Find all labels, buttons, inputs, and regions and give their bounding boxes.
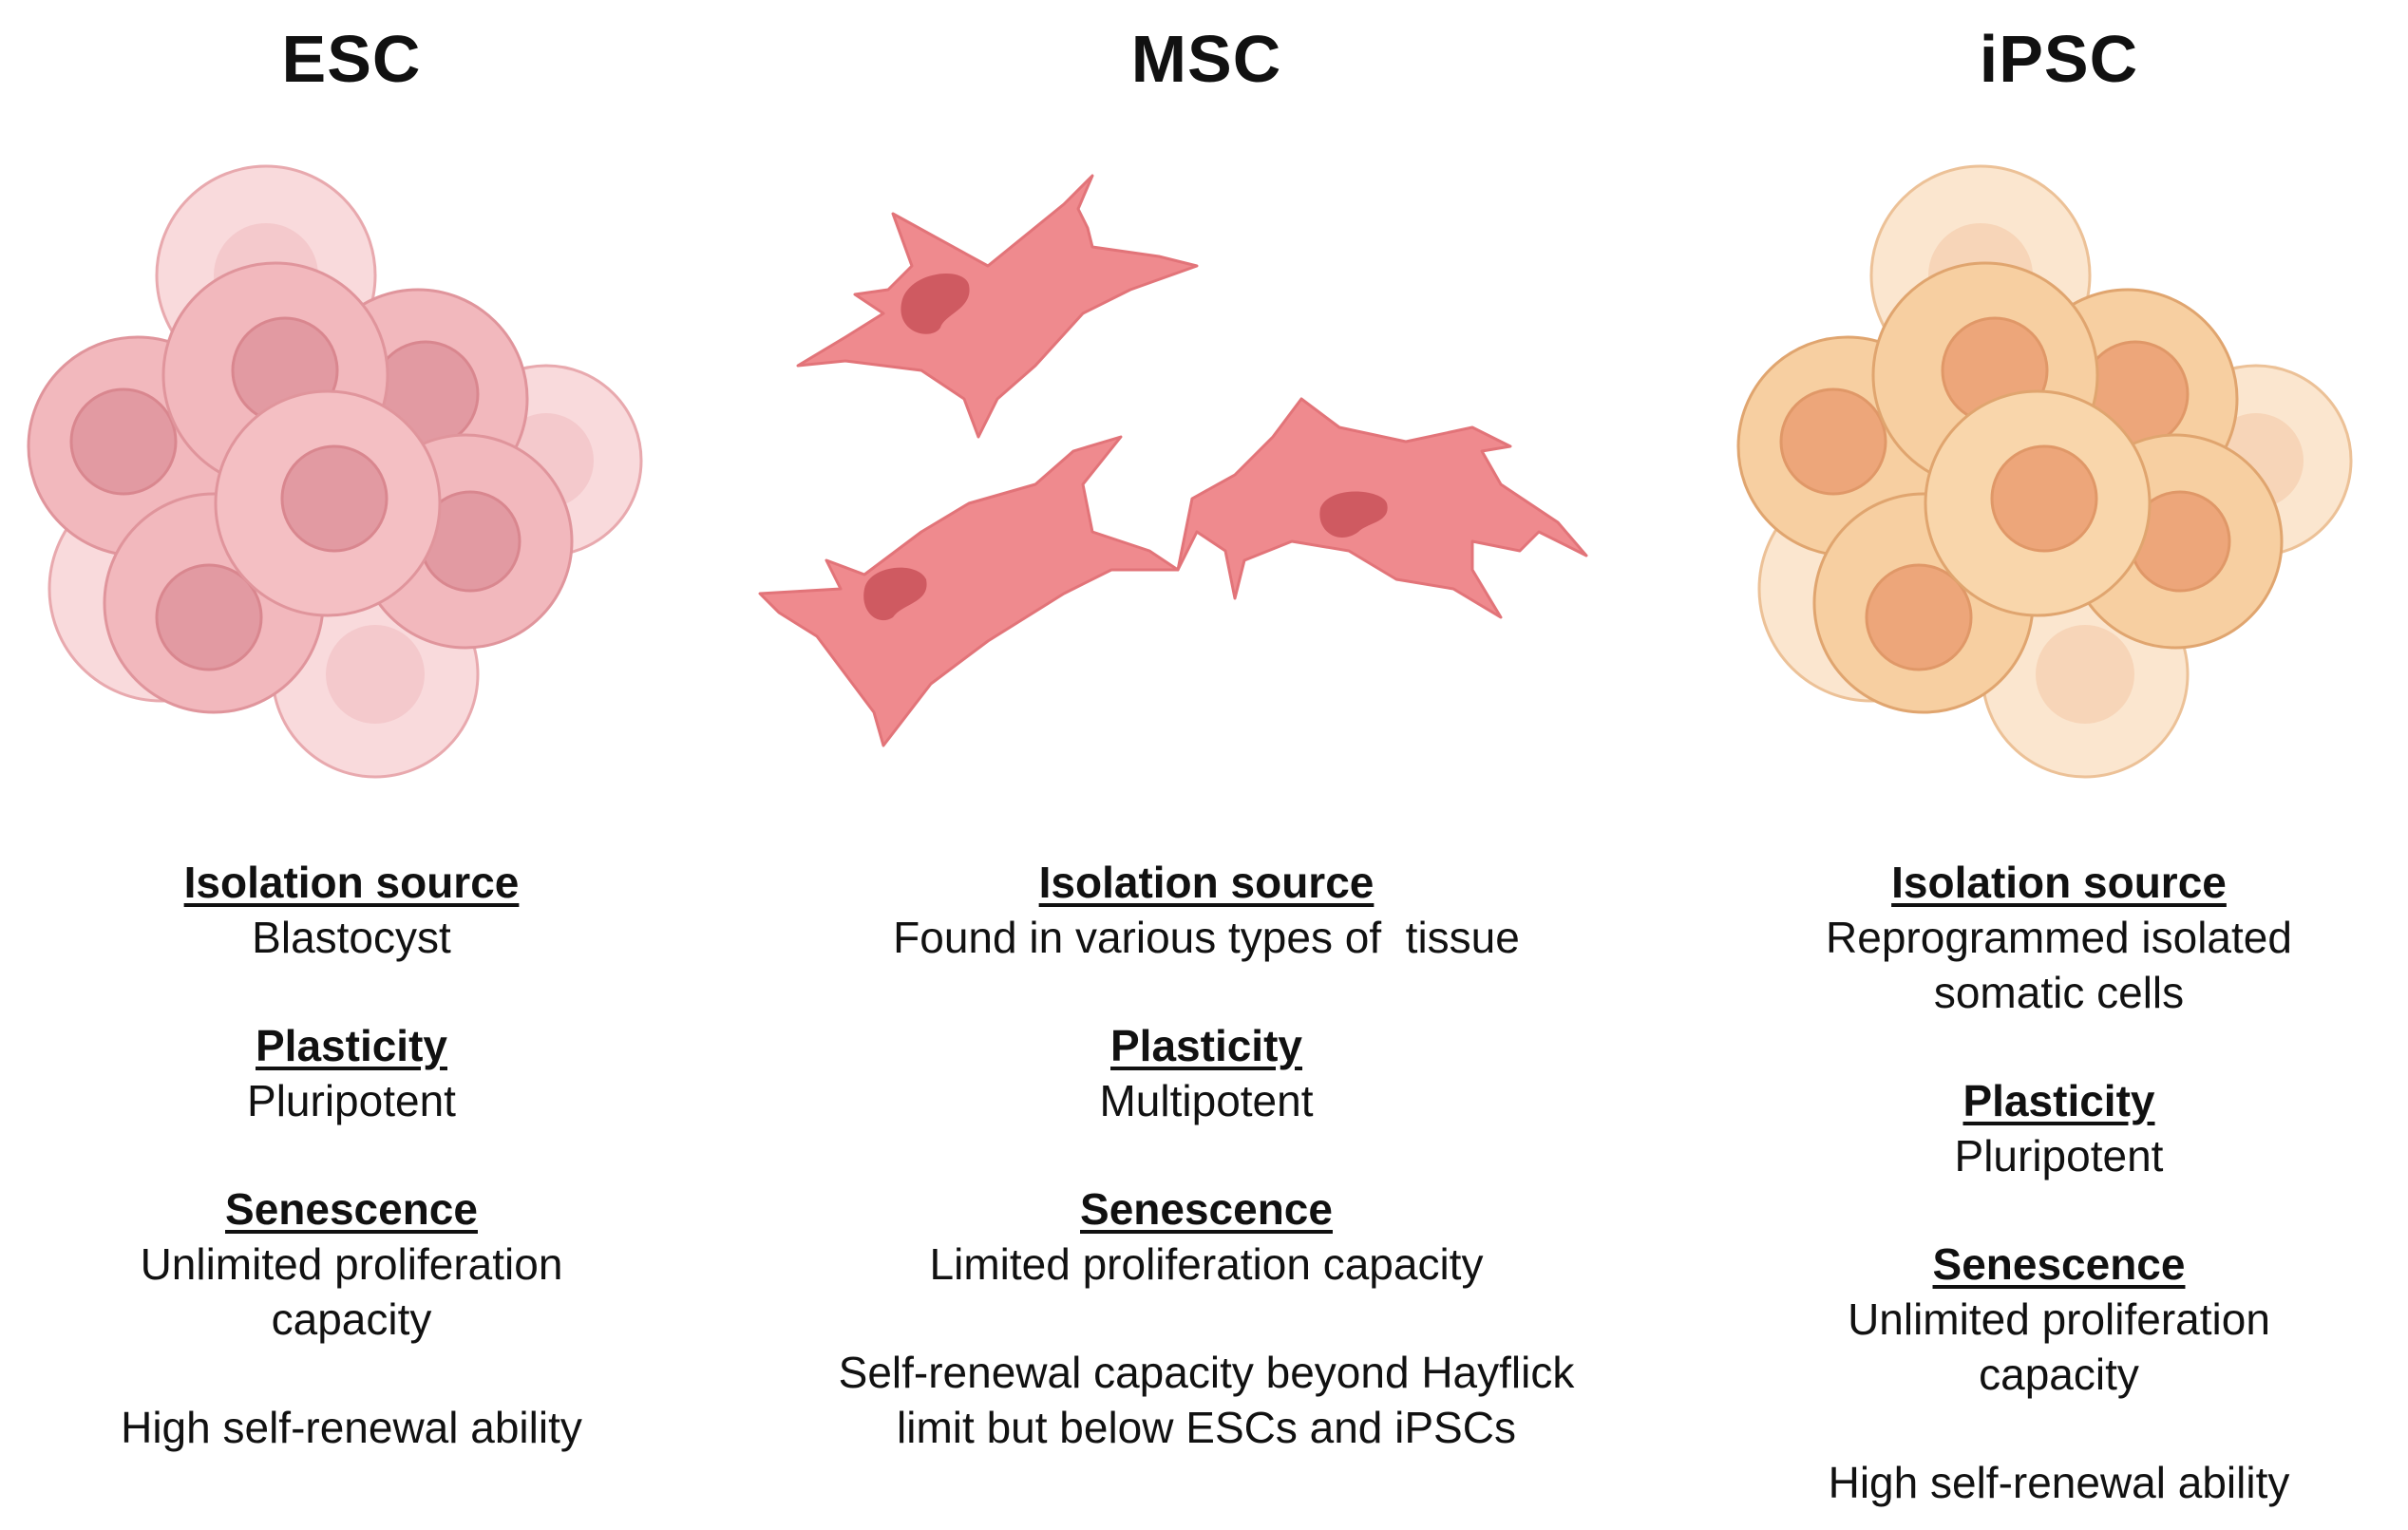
msc-info: Isolation source Found in various types … <box>750 855 1662 1455</box>
esc-title: ESC <box>281 22 422 96</box>
esc-senescence-line1: Unlimited proliferation <box>140 1239 563 1289</box>
msc-isolation-value: Found in various types of tissue <box>893 913 1520 962</box>
ipsc-plasticity-value: Pluripotent <box>1954 1131 2164 1181</box>
msc-nucleus <box>1319 491 1388 538</box>
msc-plasticity-value: Multipotent <box>1099 1076 1314 1125</box>
ipsc-info: Isolation source Reprogrammed isolated s… <box>1710 855 2408 1510</box>
msc-cell <box>758 435 1180 747</box>
ipsc-isolation-heading: Isolation source <box>1891 858 2227 907</box>
ipsc-plasticity-heading: Plasticity <box>1962 1076 2155 1125</box>
msc-isolation-heading: Isolation source <box>1038 858 1375 907</box>
esc-plasticity-value: Pluripotent <box>247 1076 456 1125</box>
esc-self-renewal: High self-renewal ability <box>121 1403 582 1452</box>
esc-isolation-value: Blastocyst <box>252 913 451 962</box>
ipsc-senescence-line1: Unlimited proliferation <box>1848 1294 2270 1344</box>
ipsc-title: iPSC <box>1979 22 2139 96</box>
esc-cell-cluster-illustration <box>27 164 643 779</box>
esc-senescence-heading: Senescence <box>225 1184 478 1234</box>
msc-cell <box>796 174 1199 439</box>
esc-plasticity-heading: Plasticity <box>256 1021 447 1070</box>
esc-info: Isolation source Blastocyst Plasticity P… <box>0 855 703 1455</box>
esc-isolation-heading: Isolation source <box>183 858 520 907</box>
ipsc-senescence-heading: Senescence <box>1932 1239 2186 1289</box>
ipsc-cell-cluster-illustration <box>1736 164 2353 779</box>
msc-senescence-value: Limited proliferation capacity <box>929 1239 1484 1289</box>
msc-plasticity-heading: Plasticity <box>1110 1021 1302 1070</box>
msc-cells-illustration <box>758 174 1588 747</box>
msc-senescence-heading: Senescence <box>1080 1184 1333 1234</box>
msc-nucleus <box>901 274 970 334</box>
ipsc-isolation-line2: somatic cells <box>1933 968 2185 1017</box>
ipsc-senescence-line2: capacity <box>1979 1350 2139 1399</box>
msc-self-renewal-line2: limit but below ESCs and iPSCs <box>897 1403 1516 1452</box>
ipsc-self-renewal: High self-renewal ability <box>1828 1458 2290 1507</box>
msc-title: MSC <box>1130 22 1282 96</box>
ipsc-isolation-line1: Reprogrammed isolated <box>1826 913 2292 962</box>
esc-senescence-line2: capacity <box>271 1294 432 1344</box>
msc-nucleus <box>863 567 927 621</box>
msc-self-renewal-line1: Self-renewal capacity beyond Hayflick <box>838 1348 1575 1397</box>
